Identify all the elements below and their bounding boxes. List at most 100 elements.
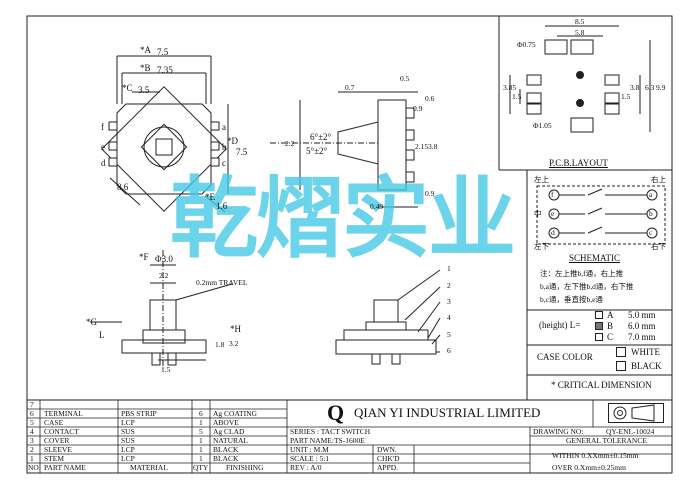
height-a-checkbox <box>595 311 603 319</box>
bom-no-7: 7 <box>30 400 34 409</box>
bom-part-2: SLEEVE <box>44 445 72 454</box>
drawing-no-label: DRAWING NO: <box>533 427 584 436</box>
case-color-label: CASE COLOR <box>537 352 593 362</box>
bom-material-3: SUS <box>121 436 135 445</box>
bom-header-no: NO. <box>28 463 41 472</box>
bom-qty-3: 1 <box>199 436 203 445</box>
schematic-note-3: b,c通，垂直按b,e通 <box>540 295 603 304</box>
rev-text: REV : A/0 <box>290 463 322 472</box>
tolerance-2: OVER 0.Xmm±0.25mm <box>552 463 626 472</box>
bom-no-6: 6 <box>30 409 34 418</box>
front-h-value: 3.2 <box>229 339 239 348</box>
bom-header-finish: FINISHING <box>226 463 264 472</box>
bom-finish-1: BLACK <box>213 454 239 463</box>
schematic-pin-a: a <box>649 190 653 199</box>
bom-no-2: 2 <box>30 445 34 454</box>
side-angle-1: 6°±2° <box>310 132 332 142</box>
front-h-label: *H <box>230 324 241 334</box>
side-dim-2: 0.5 <box>400 74 410 83</box>
bom-header-material: MATERIAL <box>130 463 168 472</box>
schematic-pin-b: b <box>649 209 653 218</box>
side-dim-3: 0.6 <box>425 94 435 103</box>
side-dim-8: 0.49 <box>370 202 384 211</box>
front-travel: 0.2mm TRAVEL <box>196 278 248 287</box>
dim-c-value: 3.5 <box>138 85 150 95</box>
pcb-dim-2: 1.5 <box>512 92 522 101</box>
pin-c: c <box>222 158 226 168</box>
series-text: SERIES : TACT SWITCH <box>290 427 371 436</box>
bom-no-5: 5 <box>30 418 34 427</box>
bom-header-part: PART NAME <box>44 463 86 472</box>
appd-label: APPD. <box>377 463 399 472</box>
pcb-layout-title: P.C.B.LAYOUT <box>549 158 608 168</box>
bom-material-2: LCP <box>121 445 135 454</box>
side-angle-2: 5°±2° <box>306 146 328 156</box>
pcb-hole-1: Φ0.75 <box>517 40 536 49</box>
callout-2: 2 <box>447 281 451 290</box>
drawing-no-value: QY-ENL-10024 <box>606 427 655 436</box>
bom-part-1: STEM <box>44 454 65 463</box>
schematic-note-1: 注：左上推b,f通，右上推 <box>540 269 624 278</box>
schematic-pin-d: d <box>551 228 555 237</box>
schematic-bottom-right: 右下 <box>651 242 666 251</box>
front-g-label: *G <box>86 317 97 327</box>
pcb-dim-5: 6.3 <box>645 83 655 92</box>
side-dim-1: 0.7 <box>345 83 355 92</box>
side-dim-4: 0.9 <box>413 104 423 113</box>
bom-qty-6: 6 <box>199 409 203 418</box>
exploded-view-drawing <box>335 269 441 365</box>
dim-b-label: *B <box>140 63 151 73</box>
bom-material-5: LCP <box>121 418 135 427</box>
bom-qty-5: 1 <box>199 418 203 427</box>
front-f-value: Φ3.0 <box>155 254 173 264</box>
bom-no-4: 4 <box>30 427 34 436</box>
schematic-note-2: b,a通，左下推b,d通，右下推 <box>540 282 634 291</box>
bom-part-4: CONTACT <box>44 427 79 436</box>
front-f-label: *F <box>139 252 149 262</box>
height-c-checkbox <box>595 333 603 341</box>
side-dim-5: 2.15 <box>415 142 429 151</box>
dim-diag: 8.6 <box>117 182 129 192</box>
dim-d-value: 7.5 <box>236 147 248 157</box>
callout-1: 1 <box>447 264 451 273</box>
dim-a-value: 7.5 <box>157 47 169 57</box>
pin-e: e <box>101 142 105 152</box>
part-name-text: PART NAME:TS-1600E <box>290 436 365 445</box>
bom-part-5: CASE <box>44 418 64 427</box>
case-color-black: BLACK <box>631 361 662 371</box>
pcb-pads <box>509 25 651 133</box>
pin-b: b <box>222 142 227 152</box>
title-block-grid <box>27 400 672 473</box>
bom-material-6: PBS STRIP <box>121 409 157 418</box>
height-b-code: B <box>607 321 614 331</box>
pcb-dim-6: 9.9 <box>656 83 666 92</box>
callout-6: 6 <box>447 346 451 355</box>
dim-a-label: *A <box>140 45 151 55</box>
pcb-width-1: 8.5 <box>575 17 585 26</box>
schematic-top-right: 右上 <box>651 175 666 184</box>
unit-text: UNIT : M.M <box>290 445 329 454</box>
bom-qty-4: 5 <box>199 427 203 436</box>
callout-3: 3 <box>447 297 451 306</box>
height-a-value: 5.0 mm <box>628 310 656 320</box>
bom-qty-1: 1 <box>199 454 203 463</box>
bom-finish-3: NATURAL <box>213 436 248 445</box>
bom-qty-2: 1 <box>199 445 203 454</box>
bom-no-1: 1 <box>30 454 34 463</box>
black-color-swatch <box>616 361 626 371</box>
bom-part-3: COVER <box>44 436 70 445</box>
height-c-code: C <box>607 332 614 342</box>
dim-e-value: 1.6 <box>216 201 228 211</box>
schematic-pin-f: f <box>551 190 554 199</box>
schematic-top-left: 左上 <box>534 175 549 184</box>
height-b-checkbox <box>595 322 603 330</box>
pcb-dim-3: 1.5 <box>621 92 631 101</box>
dim-c-label: *C <box>122 83 133 93</box>
company-logo: Q <box>327 400 345 425</box>
company-name: QIAN YI INDUSTRIAL LIMITED <box>354 405 541 420</box>
side-dim-7: 2.2 <box>285 139 295 148</box>
bom-material-4: SUS <box>121 427 135 436</box>
bom-part-6: TERMINAL <box>44 409 83 418</box>
schematic-middle: 中 <box>534 209 542 218</box>
top-view-drawing <box>101 55 229 213</box>
